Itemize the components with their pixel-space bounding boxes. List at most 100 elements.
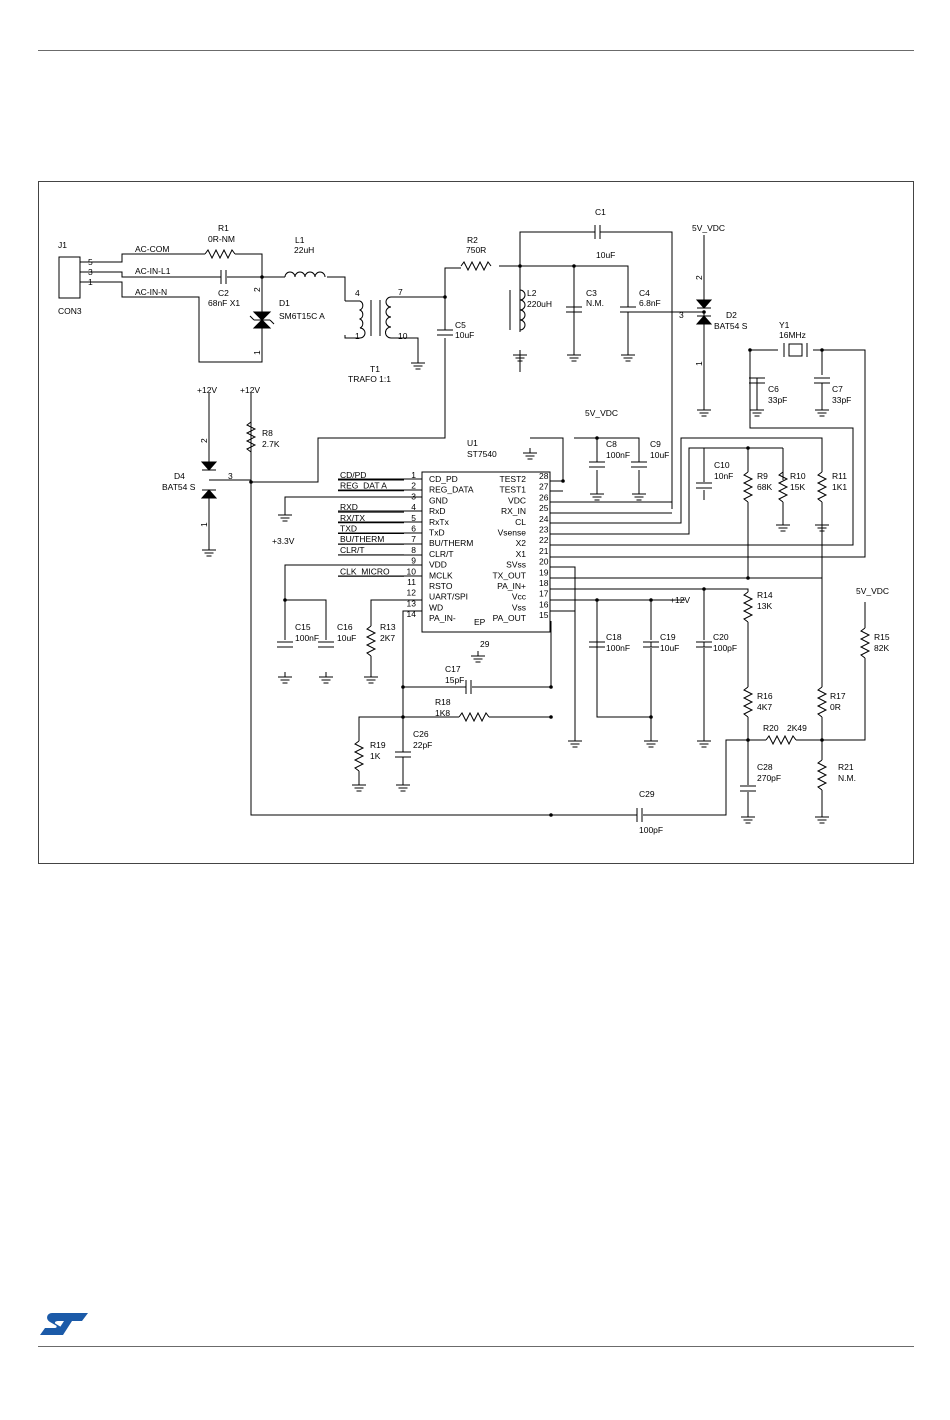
r1-ref: R1 (218, 223, 229, 233)
ic-pin-name: TX_OUT (492, 570, 526, 580)
c10-value: 10nF (714, 471, 733, 481)
net-label: TXD (340, 524, 357, 534)
c9-value: 10uF (650, 450, 669, 460)
net-label: CD/PD (340, 470, 366, 480)
ic-pin-number: 27 (539, 482, 549, 492)
ic-pin-number: 26 (539, 492, 549, 502)
t1-ref: T1 (370, 364, 380, 374)
r15-value: 82K (874, 643, 889, 653)
d4-supply: +12V (197, 385, 217, 395)
ic-pin-number: 9 (411, 556, 416, 566)
ic-u1-body (421, 471, 551, 633)
r14-ref: R14 (757, 590, 773, 600)
d1-pin-1: 1 (252, 350, 262, 355)
ic-pin-number: 11 (407, 577, 416, 587)
c26-value: 22pF (413, 740, 432, 750)
ic-pin-number: 21 (539, 546, 549, 556)
ic-pin-name: VDC (508, 495, 526, 505)
c1-value: 10uF (596, 250, 615, 260)
c29-value: 100pF (639, 825, 663, 835)
c26-ref: C26 (413, 729, 429, 739)
r18-ref: R18 (435, 697, 451, 707)
ic-pin-name: GND (429, 495, 448, 505)
ic-pin-name: Vcc (512, 592, 527, 602)
c29-ref: C29 (639, 789, 655, 799)
ic-pin-number: 19 (539, 567, 549, 577)
ic-pin-name: RX_IN (501, 506, 526, 516)
d4-pin-1: 1 (199, 522, 209, 527)
v33-label: +3.3V (272, 536, 295, 546)
t1-pin-4: 4 (355, 288, 360, 298)
net-ac-in-l1: AC-IN-L1 (135, 266, 171, 276)
ic-pin-name: Vsense (498, 528, 527, 538)
ic-pin-name: Vss (512, 602, 526, 612)
ic-pin-name: PA_OUT (493, 613, 526, 623)
ic-pin-name: TxD (429, 528, 445, 538)
passive-symbols (204, 224, 870, 823)
ic-ep-label: EP (474, 617, 486, 627)
j1-ref: J1 (58, 240, 67, 250)
d2-pin-3: 3 (679, 310, 684, 320)
c20-value: 100pF (713, 643, 737, 653)
connector-j1 (58, 256, 81, 299)
ic-pin-number: 25 (539, 503, 549, 513)
c5-ref: C5 (455, 320, 466, 330)
d2-supply: 5V_VDC (692, 223, 725, 233)
c4-value: 6.8nF (639, 298, 661, 308)
j1-value: CON3 (58, 306, 82, 316)
ic-pin-name: X1 (516, 549, 527, 559)
ic-pin-name: RSTO (429, 581, 453, 591)
c15-value: 100nF (295, 633, 319, 643)
wire-net (80, 231, 866, 816)
c6-ref: C6 (768, 384, 779, 394)
junction-dots (249, 264, 824, 817)
c1-ref: C1 (595, 207, 606, 217)
r14-value: 13K (757, 601, 772, 611)
d4-ref: D4 (174, 471, 185, 481)
t1-pin-10: 10 (398, 331, 408, 341)
c3-value: N.M. (586, 298, 604, 308)
c6-value: 33pF (768, 395, 787, 405)
part-labels: J1 CON3 5 3 1 AC-COM AC-IN-L1 AC-IN-N R1… (58, 207, 890, 835)
footer-rule (38, 1346, 914, 1347)
c5-value: 10uF (455, 330, 474, 340)
c16-ref: C16 (337, 622, 353, 632)
y1-ref: Y1 (779, 320, 790, 330)
ic-pin-number: 15 (539, 610, 549, 620)
ic-pin-number: 22 (539, 535, 549, 545)
ic-pin-number: 3 (411, 491, 416, 501)
d1-pin-2: 2 (252, 287, 262, 292)
r19-value: 1K (370, 751, 381, 761)
ic-pin-number: 20 (539, 557, 549, 567)
r13-ref: R13 (380, 622, 396, 632)
ic-pin-name: UART/SPI (429, 592, 468, 602)
c9-ref: C9 (650, 439, 661, 449)
r11-value: 1K1 (832, 482, 847, 492)
net-ac-com: AC-COM (135, 244, 169, 254)
diode-symbols (200, 299, 713, 499)
ic-pin-name: PA_IN+ (497, 581, 526, 591)
net-label: CLK_MICRO (340, 566, 390, 576)
ic-pin-name: SVss (506, 560, 526, 570)
c16-value: 10uF (337, 633, 356, 643)
net-label: BU/THERM (340, 534, 384, 544)
st-logo-icon (40, 1313, 88, 1335)
r10-ref: R10 (790, 471, 806, 481)
c10-ref: C10 (714, 460, 730, 470)
r8-value: 2.7K (262, 439, 280, 449)
c4-ref: C4 (639, 288, 650, 298)
r11-ref: R11 (832, 471, 847, 481)
j1-pin-3: 3 (88, 267, 93, 277)
r2-value: 750R (466, 245, 486, 255)
d1-ref: D1 (279, 298, 290, 308)
r2-ref: R2 (467, 235, 478, 245)
r16-ref: R16 (757, 691, 773, 701)
ic-pin-number: 18 (539, 578, 549, 588)
ic-pin-number: 1 (411, 470, 416, 480)
c18-ref: C18 (606, 632, 622, 642)
ic-pin-name: RxD (429, 506, 446, 516)
c2-ref: C2 (218, 288, 229, 298)
r15-ref: R15 (874, 632, 890, 642)
r9-ref: R9 (757, 471, 768, 481)
